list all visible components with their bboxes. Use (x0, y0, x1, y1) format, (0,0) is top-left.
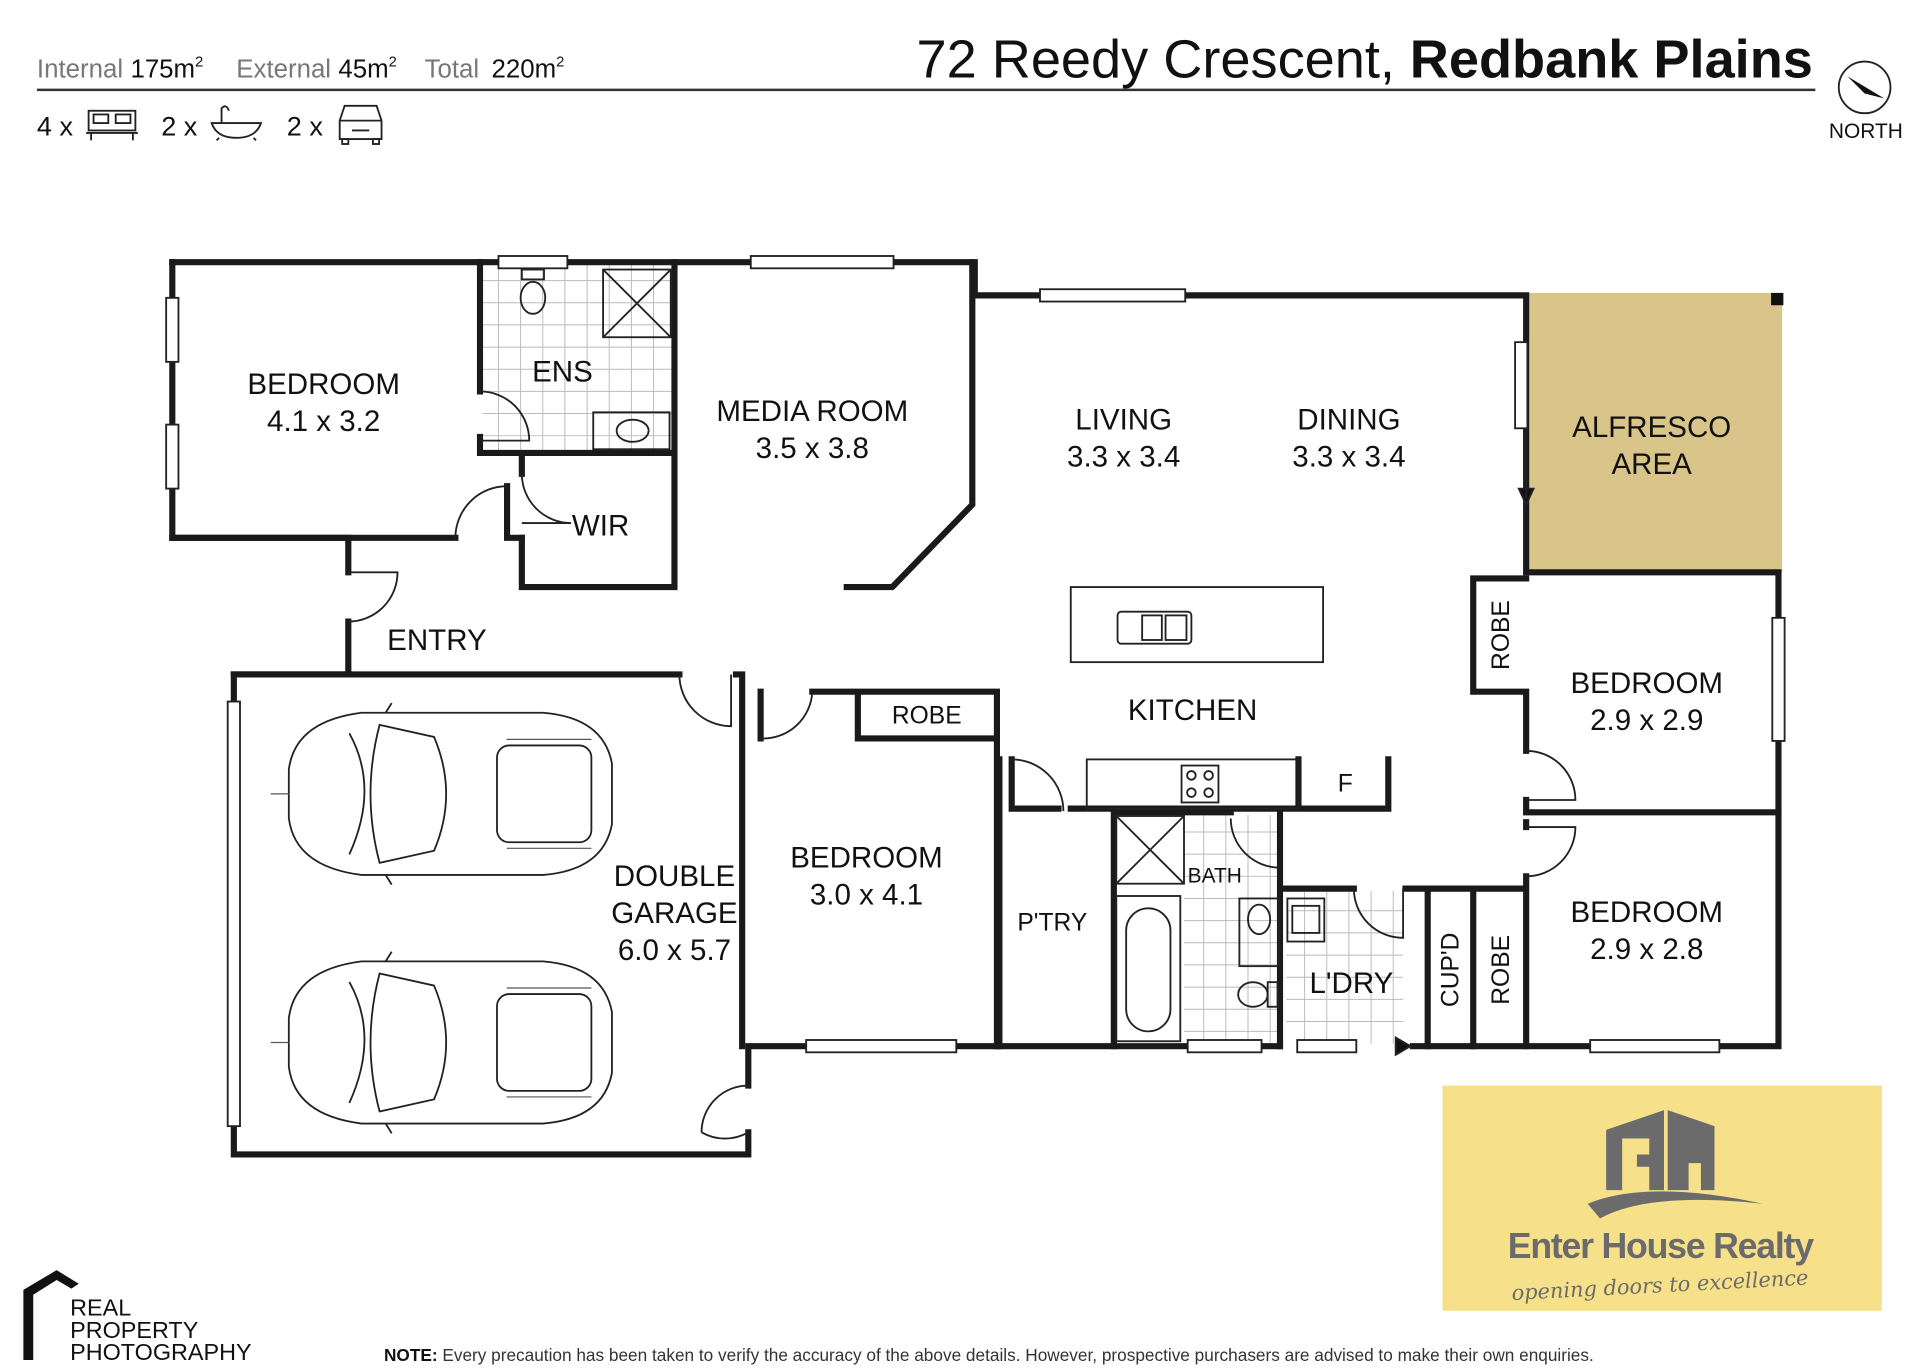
superscript: 2 (389, 54, 397, 70)
bath-shower-icon (1115, 815, 1185, 1043)
address-suburb: Redbank Plains (1410, 30, 1813, 90)
room-size: 3.5 x 3.8 (756, 432, 869, 465)
room-name: F (1338, 770, 1353, 797)
room-name: MEDIA ROOM (716, 395, 908, 428)
agency-monogram-icon (1587, 1110, 1763, 1219)
north-label: NORTH (1829, 120, 1903, 143)
note-text: Every precaution has been taken to verif… (438, 1345, 1594, 1365)
bathroom-count: 2 x (161, 110, 198, 141)
room-name: GARAGE (611, 897, 737, 930)
photographer-name: PROPERTY (70, 1317, 199, 1343)
photographer-logo: REAL PROPERTY PHOTOGRAPHY (23, 1270, 252, 1365)
room-name: ENTRY (387, 624, 487, 657)
room-size: 3.3 x 3.4 (1292, 440, 1405, 473)
room-name: BATH (1188, 864, 1242, 887)
external-value: 45m (338, 56, 388, 84)
external-label: External (236, 56, 331, 84)
doors (348, 344, 1577, 1140)
feature-counts: 4 x 2 x 2 x (37, 104, 383, 145)
room-name: DOUBLE (614, 860, 735, 893)
room-name: L'DRY (1309, 967, 1393, 1000)
internal-label: Internal (37, 56, 123, 84)
property-address: 72 Reedy Crescent, Redbank Plains (916, 30, 1812, 90)
room-size: 3.3 x 3.4 (1067, 440, 1180, 473)
room-size: 4.1 x 3.2 (267, 405, 380, 438)
superscript: 2 (556, 54, 564, 70)
fixtures (519, 268, 1326, 1043)
note-label: NOTE: (384, 1345, 438, 1365)
photographer-name: PHOTOGRAPHY (70, 1339, 252, 1365)
bath-vanity-icon (1237, 897, 1280, 1008)
car-icon (269, 702, 613, 886)
room-name: WIR (572, 509, 629, 542)
room-name: BEDROOM (790, 842, 943, 875)
bath-icon (210, 105, 263, 141)
superscript: 2 (195, 54, 203, 70)
house-roof-icon (23, 1270, 79, 1360)
photographer-name: REAL (70, 1295, 131, 1321)
car-icon (269, 950, 613, 1135)
room-size: 3.0 x 4.1 (810, 879, 923, 912)
address-street: 72 Reedy Crescent, (916, 30, 1394, 90)
north-compass: NORTH (1829, 60, 1903, 143)
laundry-tub-icon (1286, 897, 1326, 943)
room-name: P'TRY (1017, 909, 1087, 936)
bed-icon (86, 109, 138, 141)
windows (165, 255, 1786, 1128)
room-name: AREA (1611, 448, 1692, 481)
room-size: 6.0 x 5.7 (618, 934, 731, 967)
shower-icon (602, 268, 672, 339)
agency-logo: Enter House Realty opening doors to exce… (1442, 1085, 1882, 1311)
room-name: ENS (532, 356, 593, 389)
toilet-icon (519, 268, 547, 315)
room-size: 2.9 x 2.9 (1590, 704, 1703, 737)
room-name: LIVING (1075, 404, 1172, 437)
disclaimer-note: NOTE: Every precaution has been taken to… (384, 1345, 1594, 1365)
compass-arrow-icon (1847, 76, 1885, 99)
room-name: CUP'D (1437, 933, 1464, 1007)
room-name: BEDROOM (247, 368, 400, 401)
cooktop-icon (1085, 758, 1300, 810)
room-labels: BEDROOM 4.1 x 3.2 ENS WIR MEDIA ROOM 3.5… (247, 356, 1731, 1008)
room-size: 2.9 x 2.8 (1590, 933, 1703, 966)
room-name: ALFRESCO (1572, 411, 1731, 444)
total-label: Total (425, 56, 480, 84)
bedroom-count: 4 x (37, 110, 74, 141)
room-name: BEDROOM (1571, 667, 1724, 700)
car-count: 2 x (287, 110, 324, 141)
internal-value: 175m (130, 56, 195, 84)
total-value: 220m (491, 56, 556, 84)
agency-name: Enter House Realty (1508, 1226, 1814, 1266)
ensuite-tiles (482, 264, 1404, 1044)
room-name: ROBE (1488, 935, 1515, 1005)
alfresco-area (1526, 292, 1783, 573)
room-name: ROBE (892, 703, 962, 730)
room-name: ROBE (1488, 600, 1515, 670)
room-name: BEDROOM (1571, 896, 1724, 929)
room-name: KITCHEN (1128, 694, 1258, 727)
car-icon (338, 104, 383, 145)
basin-icon (592, 411, 671, 451)
kitchen-island (1069, 586, 1324, 664)
room-name: DINING (1297, 404, 1400, 437)
